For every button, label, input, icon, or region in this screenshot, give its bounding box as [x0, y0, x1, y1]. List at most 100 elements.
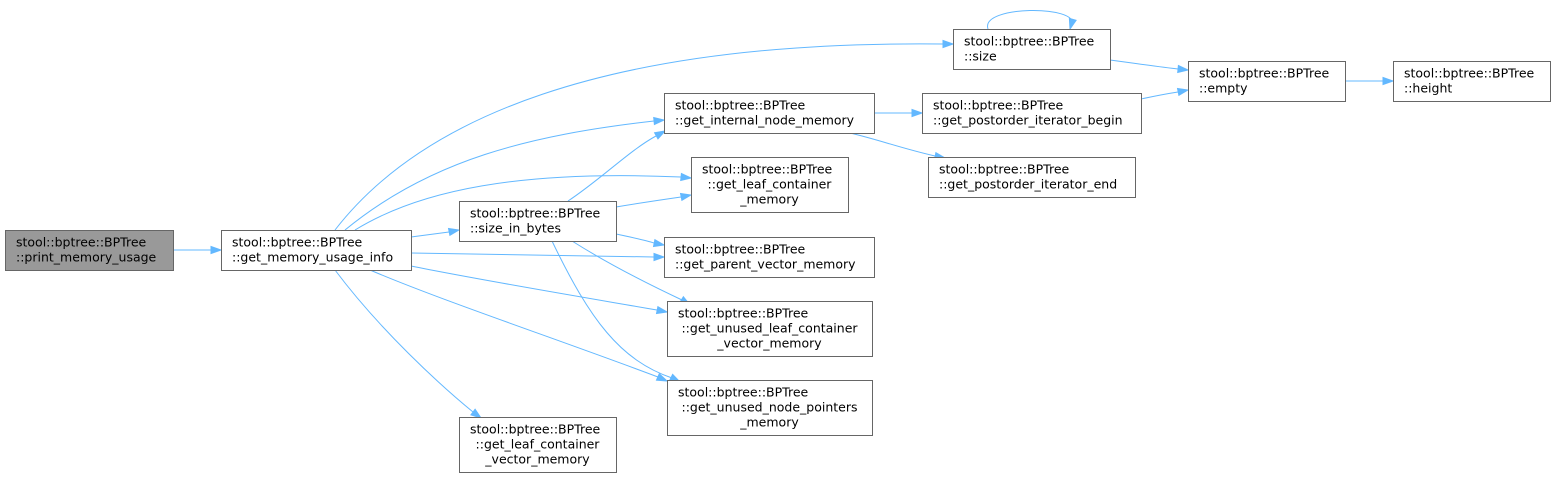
- node-label-line: stool::bptree::BPTree: [678, 385, 809, 400]
- node-box: [664, 237, 875, 278]
- node-label-line: ::height: [1404, 81, 1452, 96]
- arrowhead-icon: [447, 227, 461, 237]
- nodes-layer: stool::bptree::BPTree::print_memory_usag…: [5, 29, 1551, 473]
- arrowhead-icon: [1382, 76, 1395, 86]
- arrowhead-icon: [210, 245, 223, 255]
- node-get_postorder_iterator_end[interactable]: stool::bptree::BPTree::get_postorder_ite…: [928, 157, 1136, 198]
- node-label-line: stool::bptree::BPTree: [964, 34, 1095, 49]
- edge-size-to-size: [987, 9, 1077, 31]
- edge-size_in_bytes-to-get_leaf_container_memory: [615, 192, 693, 208]
- arrowhead-icon: [653, 252, 666, 262]
- edges-layer: [173, 9, 1395, 419]
- node-box: [1188, 61, 1346, 102]
- node-box: [922, 93, 1142, 134]
- node-label-line: ::size_in_bytes: [470, 221, 561, 236]
- edge-get_memory_usage_info-to-size: [334, 39, 955, 231]
- node-label-line: stool::bptree::BPTree: [939, 162, 1070, 177]
- node-label-line: ::get_postorder_iterator_begin: [933, 113, 1123, 128]
- edge-line: [551, 240, 673, 379]
- node-label-line: stool::bptree::BPTree: [678, 306, 809, 321]
- node-label-line: stool::bptree::BPTree: [1199, 66, 1330, 81]
- node-size[interactable]: stool::bptree::BPTree::size: [953, 29, 1111, 70]
- node-print_memory_usage[interactable]: stool::bptree::BPTree::print_memory_usag…: [5, 230, 174, 271]
- node-box: [667, 301, 873, 357]
- edge-size_in_bytes-to-get_internal_node_memory: [567, 130, 667, 202]
- node-label-line: stool::bptree::BPTree: [702, 162, 833, 177]
- node-box: [664, 93, 875, 134]
- edge-line: [334, 43, 945, 231]
- arrowhead-icon: [655, 305, 669, 315]
- node-get_memory_usage_info[interactable]: stool::bptree::BPTree::get_memory_usage_…: [221, 230, 412, 271]
- edge-line: [344, 120, 655, 231]
- edge-get_memory_usage_info-to-get_leaf_container_memory: [354, 172, 693, 231]
- arrowhead-icon: [653, 130, 667, 140]
- node-box: [459, 201, 617, 242]
- node-get_unused_leaf_container_vector_memory[interactable]: stool::bptree::BPTree::get_unused_leaf_c…: [667, 301, 873, 357]
- arrowhead-icon: [680, 172, 693, 182]
- node-size_in_bytes[interactable]: stool::bptree::BPTree::size_in_bytes: [459, 201, 617, 242]
- edge-get_memory_usage_info-to-get_unused_leaf_container_vector_memory: [410, 265, 669, 315]
- edge-size_in_bytes-to-get_parent_vector_memory: [615, 233, 666, 248]
- arrowhead-icon: [911, 108, 924, 118]
- edge-size-to-empty: [1109, 59, 1190, 74]
- arrowhead-icon: [655, 372, 669, 382]
- arrowhead-icon: [470, 408, 483, 419]
- node-get_internal_node_memory[interactable]: stool::bptree::BPTree::get_internal_node…: [664, 93, 875, 134]
- node-box: [221, 230, 412, 271]
- node-label-line: ::print_memory_usage: [16, 250, 157, 265]
- node-box: [928, 157, 1136, 198]
- edge-get_memory_usage_info-to-get_unused_node_pointers_memory: [369, 269, 669, 382]
- node-label-line: stool::bptree::BPTree: [1404, 66, 1535, 81]
- edge-line: [571, 240, 683, 301]
- node-box: [667, 380, 873, 436]
- node-label-line: stool::bptree::BPTree: [232, 235, 363, 250]
- node-get_leaf_container_vector_memory[interactable]: stool::bptree::BPTree::get_leaf_containe…: [459, 417, 617, 473]
- arrowhead-icon: [653, 116, 666, 126]
- edge-line: [615, 233, 655, 244]
- node-box: [459, 417, 617, 473]
- node-box: [5, 230, 174, 271]
- node-get_unused_node_pointers_memory[interactable]: stool::bptree::BPTree::get_unused_node_p…: [667, 380, 873, 436]
- edge-line: [615, 196, 682, 208]
- node-label-line: ::get_memory_usage_info: [232, 250, 393, 265]
- node-box: [953, 29, 1111, 70]
- edge-line: [410, 265, 658, 311]
- edge-line: [567, 135, 657, 202]
- edge-line: [1140, 91, 1179, 100]
- edge-line: [849, 132, 936, 157]
- node-label-line: stool::bptree::BPTree: [675, 98, 806, 113]
- node-label-line: ::get_unused_leaf_container: [681, 321, 858, 336]
- node-label-line: ::get_unused_node_pointers: [681, 400, 857, 415]
- node-label-line: stool::bptree::BPTree: [470, 422, 601, 437]
- edge-get_postorder_iterator_begin-to-empty: [1140, 87, 1190, 100]
- node-get_postorder_iterator_begin[interactable]: stool::bptree::BPTree::get_postorder_ite…: [922, 93, 1142, 134]
- node-label-line: _memory: [739, 192, 799, 207]
- arrowhead-icon: [942, 39, 955, 49]
- node-empty[interactable]: stool::bptree::BPTree::empty: [1188, 61, 1346, 102]
- node-label-line: _memory: [739, 415, 799, 430]
- edge-line: [1109, 59, 1179, 70]
- node-label-line: _vector_memory: [484, 452, 590, 467]
- edge-line: [410, 252, 655, 258]
- edge-line: [987, 9, 1073, 30]
- node-box: [1393, 61, 1551, 102]
- node-height[interactable]: stool::bptree::BPTree::height: [1393, 61, 1551, 102]
- node-get_leaf_container_memory[interactable]: stool::bptree::BPTree::get_leaf_containe…: [691, 157, 849, 213]
- edge-get_memory_usage_info-to-size_in_bytes: [410, 227, 461, 238]
- edge-get_internal_node_memory-to-get_postorder_iterator_end: [849, 132, 947, 161]
- edge-line: [354, 175, 682, 231]
- node-label-line: ::get_postorder_iterator_end: [939, 177, 1117, 192]
- node-label-line: ::get_parent_vector_memory: [675, 257, 856, 272]
- node-get_parent_vector_memory[interactable]: stool::bptree::BPTree::get_parent_vector…: [664, 237, 875, 278]
- edge-get_memory_usage_info-to-get_parent_vector_memory: [410, 252, 666, 262]
- node-box: [691, 157, 849, 213]
- arrowhead-icon: [1176, 87, 1190, 97]
- node-label-line: stool::bptree::BPTree: [933, 98, 1064, 113]
- edge-line: [369, 269, 659, 378]
- node-label-line: ::get_leaf_container: [476, 437, 601, 452]
- arrowhead-icon: [652, 238, 666, 248]
- edge-empty-to-height: [1345, 76, 1395, 86]
- node-label-line: ::empty: [1199, 81, 1248, 96]
- edge-line: [410, 231, 450, 238]
